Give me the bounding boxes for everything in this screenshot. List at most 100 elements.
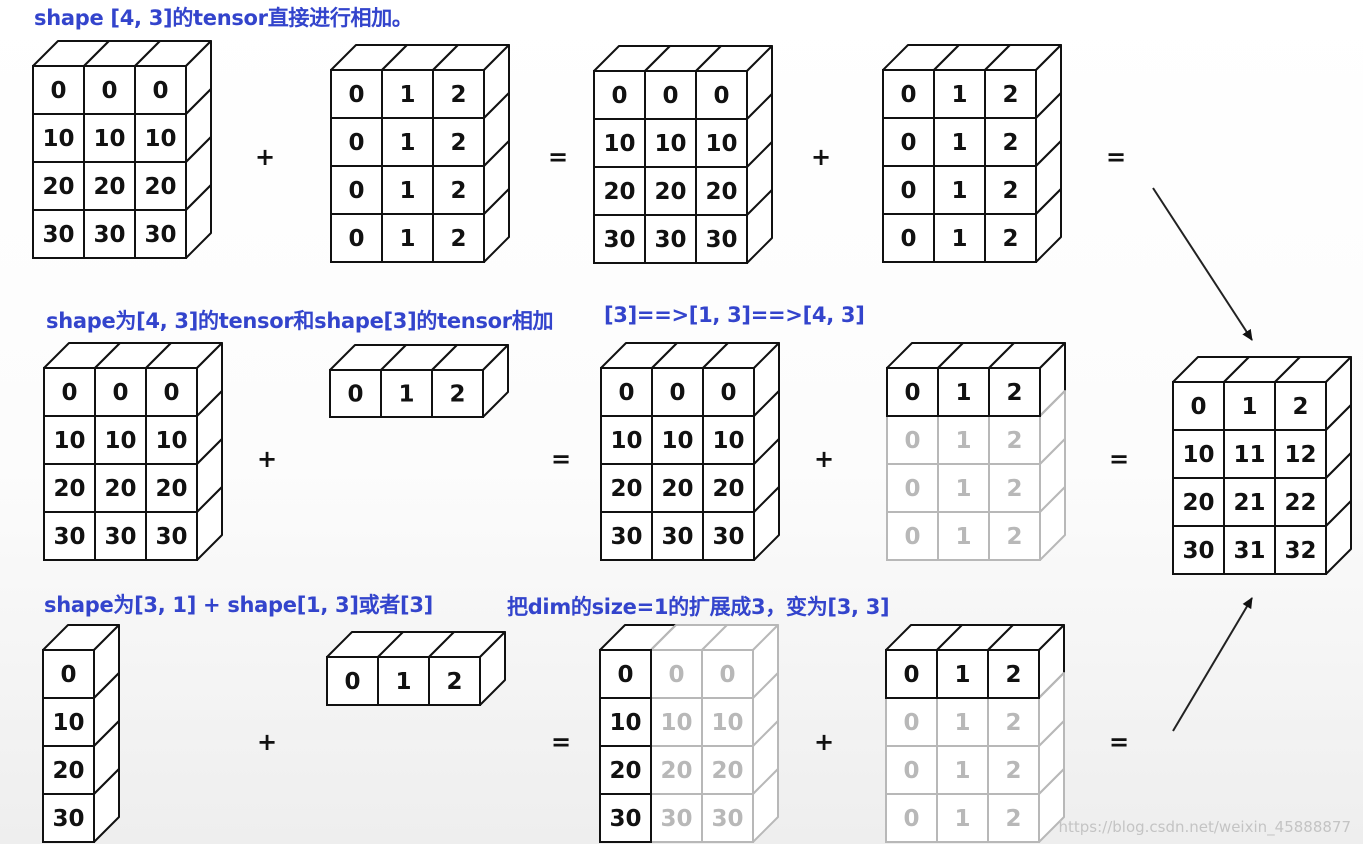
tensor-cell-value: 22 xyxy=(1284,490,1316,516)
tensor-cell xyxy=(1172,477,1225,527)
tensor-cell-value: 1 xyxy=(954,806,970,832)
tensor-cell-value: 1 xyxy=(955,428,971,454)
tensor-cell-value: 0 xyxy=(163,380,179,406)
equals-operator: = xyxy=(1106,143,1126,171)
tensor-cell-value: 2 xyxy=(1002,130,1018,156)
tensor-cell-value: 0 xyxy=(904,428,920,454)
tensor-cell-value: 32 xyxy=(1284,538,1316,564)
tensor-cell-value: 20 xyxy=(660,758,692,784)
tensor-cell xyxy=(695,118,748,168)
tensor-cell xyxy=(936,793,989,843)
tensor-cell-value: 10 xyxy=(1182,442,1214,468)
tensor-cell-value: 0 xyxy=(720,380,736,406)
tensor-cell-value: 2 xyxy=(1002,226,1018,252)
tensor-cell-value: 10 xyxy=(660,710,692,736)
tensor-cell xyxy=(702,415,755,465)
equals-operator: = xyxy=(548,143,568,171)
caption-row2: shape为[4, 3]的tensor和shape[3]的tensor相加 xyxy=(46,309,554,333)
tensor-cell-value: 12 xyxy=(1284,442,1316,468)
tensor-cell-value: 2 xyxy=(1005,806,1021,832)
tensor-cell xyxy=(695,166,748,216)
tensor-cell-value: 20 xyxy=(654,179,686,205)
tensor-cell-value: 1 xyxy=(1241,394,1257,420)
tensor-cell xyxy=(134,65,187,115)
plus-operator: + xyxy=(814,445,834,473)
tensor-cell-value: 0 xyxy=(900,178,916,204)
tensor-cell-value: 0 xyxy=(112,380,128,406)
tensor-cell xyxy=(134,209,187,259)
tensor-cell xyxy=(701,793,754,843)
tensor-cell xyxy=(377,656,430,706)
tensor-cell-value: 30 xyxy=(603,227,635,253)
plus-operator: + xyxy=(811,143,831,171)
tensor-cell-value: 0 xyxy=(611,83,627,109)
tensor-cell-value: 0 xyxy=(903,806,919,832)
tensor-cell-value: 20 xyxy=(52,758,84,784)
tensor-cell xyxy=(32,209,85,259)
tensor-cell xyxy=(933,165,986,215)
tensor-cell-value: 0 xyxy=(900,226,916,252)
tensor-cell-value: 1 xyxy=(951,130,967,156)
tensor-cell-value: 30 xyxy=(155,524,187,550)
tensor-cell-value: 0 xyxy=(668,662,684,688)
tensor-cell-value: 1 xyxy=(954,758,970,784)
tensor-cell-value: 30 xyxy=(53,524,85,550)
tensor-cell-value: 20 xyxy=(42,174,74,200)
tensor-cell xyxy=(886,415,939,465)
tensor-cell xyxy=(432,213,485,263)
tensor-cell-value: 2 xyxy=(1006,380,1022,406)
tensor-cell-value: 0 xyxy=(618,380,634,406)
tensor-cell xyxy=(988,511,1041,561)
plus-operator: + xyxy=(257,445,277,473)
tensor-cell-value: 2 xyxy=(1006,476,1022,502)
tensor-cell-value: 10 xyxy=(155,428,187,454)
tensor-cell-value: 0 xyxy=(719,662,735,688)
tensor-cell-value: 0 xyxy=(60,662,76,688)
tensor-cell xyxy=(933,213,986,263)
tensor-cell-value: 30 xyxy=(654,227,686,253)
tensor-cell xyxy=(593,70,646,120)
tensor-cell xyxy=(145,511,198,561)
tensor-cell xyxy=(984,213,1037,263)
caption-row3-note: 把dim的size=1的扩展成3，变为[3, 3] xyxy=(507,595,890,619)
tensor-cell-value: 0 xyxy=(344,669,360,695)
tensor-cell xyxy=(593,214,646,264)
equals-operator: = xyxy=(1109,728,1129,756)
equals-operator: = xyxy=(551,728,571,756)
tensor-cell-value: 2 xyxy=(449,382,465,408)
tensor-cell xyxy=(1274,525,1327,575)
tensor-cell xyxy=(380,369,433,418)
tensor-cell-value: 20 xyxy=(712,476,744,502)
tensor-cell-value: 2 xyxy=(1005,710,1021,736)
tensor-cell-value: 30 xyxy=(711,806,743,832)
tensor-cell xyxy=(600,511,653,561)
tensor-cell-value: 20 xyxy=(93,174,125,200)
tensor-cell xyxy=(701,697,754,747)
tensor-cell-value: 0 xyxy=(347,382,363,408)
tensor-cell xyxy=(695,214,748,264)
tensor-cell xyxy=(987,649,1040,699)
tensor-cell xyxy=(83,113,136,163)
tensor-cell-value: 10 xyxy=(609,710,641,736)
tensor-cell xyxy=(43,511,96,561)
tensor-cell xyxy=(936,649,989,699)
tensor-cell-value: 20 xyxy=(104,476,136,502)
tensor-cell xyxy=(885,745,938,795)
tensor-cell xyxy=(988,367,1041,417)
tensor-cell xyxy=(330,213,383,263)
tensor-cell xyxy=(134,113,187,163)
tensor-cell-value: 20 xyxy=(705,179,737,205)
tensor-cell-value: 2 xyxy=(1005,662,1021,688)
tensor-cell xyxy=(1274,429,1327,479)
tensor-cell-value: 0 xyxy=(904,380,920,406)
tensor-cell-value: 31 xyxy=(1233,538,1265,564)
tensor-cell-value: 10 xyxy=(705,131,737,157)
tensor-cell-value: 10 xyxy=(42,126,74,152)
tensor-cell-value: 1 xyxy=(399,82,415,108)
tensor-cell xyxy=(42,697,95,747)
